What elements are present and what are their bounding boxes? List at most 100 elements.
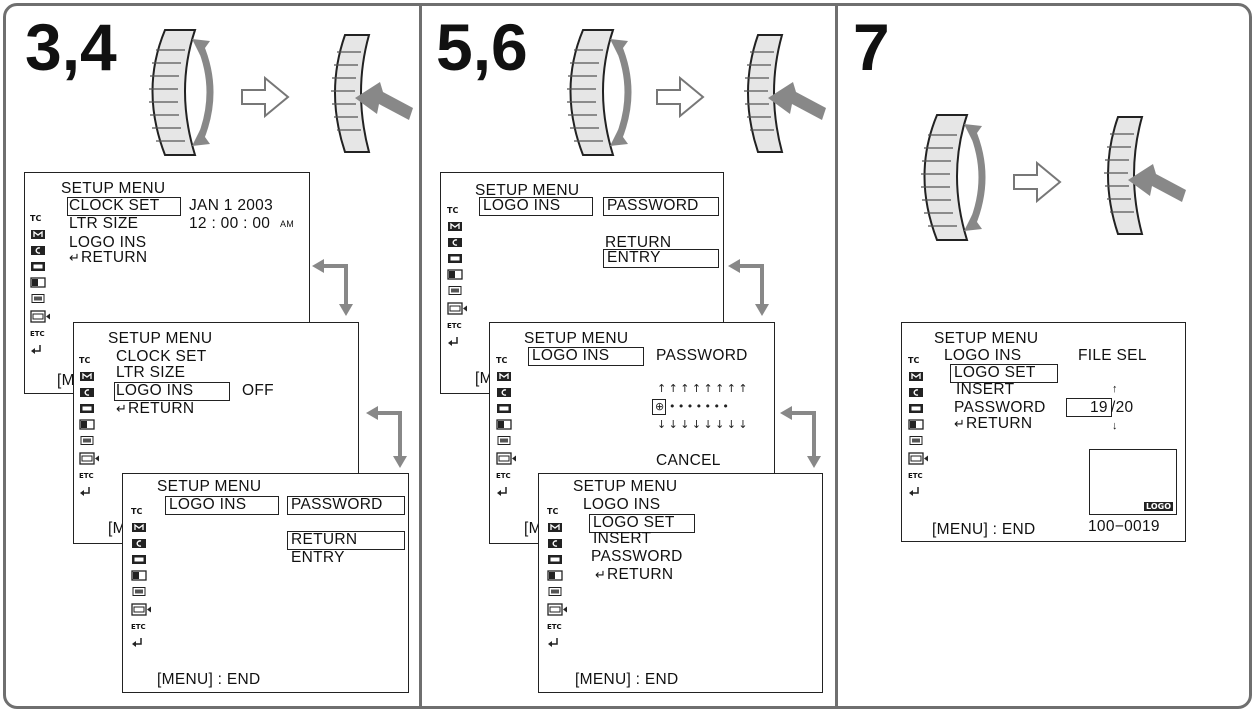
etc-icon: ETC (79, 472, 94, 480)
memory-icon (447, 283, 469, 297)
vcr-icon (496, 417, 518, 431)
option-return: RETURN (605, 234, 672, 251)
setup-icon (131, 602, 153, 616)
menu-item-clock-set: CLOCK SET (69, 197, 160, 214)
menu-title: SETUP MENU (524, 330, 629, 347)
tc-icon: TC (908, 355, 920, 365)
return-glyph-icon: ↵ (69, 250, 81, 265)
menu-title: SETUP MENU (157, 478, 262, 495)
time-value: 12 : 00 : 00 (189, 215, 271, 232)
tape-icon (496, 401, 518, 415)
etc-icon: ETC (908, 472, 923, 480)
am-indicator: AM (280, 219, 295, 229)
menu-title: SETUP MENU (61, 180, 166, 197)
m-icon (30, 227, 52, 241)
c-icon (496, 385, 518, 399)
option-entry: ENTRY (607, 249, 661, 266)
menu-item-logo-ins: LOGO INS (483, 197, 561, 214)
cursor-box (165, 496, 279, 515)
tape-icon (908, 401, 930, 415)
transition-arrow-icon (728, 259, 769, 316)
c-icon (908, 385, 930, 399)
transition-arrow-icon (312, 259, 353, 316)
dial-press-icon (1104, 116, 1186, 235)
menu-item-insert: INSERT (593, 530, 652, 547)
password-down-arrows: ↓↓↓↓↓↓↓↓ (657, 418, 750, 431)
cursor-box (589, 514, 695, 533)
memory-icon (79, 433, 101, 447)
etc-icon: ETC (131, 623, 146, 631)
tape-icon (79, 401, 101, 415)
date-value: JAN 1 2003 (189, 197, 273, 214)
setup-icon (547, 602, 569, 616)
return-icon (131, 636, 153, 650)
menu-item-return: RETURN (607, 566, 674, 583)
option-return: RETURN (291, 531, 358, 548)
cursor-box (67, 197, 181, 216)
transition-arrow-icon (366, 406, 407, 468)
digit-cursor-box (652, 399, 666, 415)
vcr-icon (79, 417, 101, 431)
menu-footer: [M (524, 520, 542, 537)
option-entry: ENTRY (291, 549, 345, 566)
menu-title: SETUP MENU (573, 478, 678, 495)
c-icon (547, 536, 569, 550)
menu-title: SETUP MENU (934, 330, 1039, 347)
dial-press-icon (744, 34, 826, 153)
c-icon (447, 235, 469, 249)
menu-item-logo-ins: LOGO INS (583, 496, 661, 513)
setup-icon (30, 309, 52, 323)
tc-icon: TC (496, 355, 508, 365)
step-number-7: 7 (853, 10, 890, 84)
panel-divider-2 (835, 3, 838, 709)
panel-divider-1 (419, 3, 422, 709)
memory-icon (908, 433, 930, 447)
memory-icon (30, 291, 52, 305)
menu-item-ltr-size: LTR SIZE (69, 215, 139, 232)
menu-footer: [M (57, 372, 75, 389)
menu-item-return: RETURN (966, 415, 1033, 432)
next-arrow-icon (241, 75, 290, 119)
etc-icon: ETC (547, 623, 562, 631)
c-icon (131, 536, 153, 550)
return-glyph-icon: ↵ (595, 567, 607, 582)
return-icon (547, 636, 569, 650)
password-digit-zero: ⊕ (655, 400, 667, 413)
file-number-box (1066, 398, 1112, 417)
file-sel-label: FILE SEL (1078, 347, 1147, 364)
menu-item-password: PASSWORD (591, 548, 683, 565)
tc-icon: TC (30, 213, 42, 223)
cursor-box (114, 382, 230, 401)
logo-preview-thumbnail: LOGO (1089, 449, 1177, 515)
menu-footer: [M (108, 520, 126, 537)
cursor-box (287, 496, 405, 515)
down-arrow-icon: ↓ (1112, 420, 1118, 432)
vcr-icon (30, 275, 52, 289)
setup-icon (79, 451, 101, 465)
return-icon (447, 335, 469, 349)
tape-icon (447, 251, 469, 265)
tc-icon: TC (547, 506, 559, 516)
logo-ins-value: OFF (242, 382, 274, 399)
tape-icon (547, 552, 569, 566)
return-icon (496, 485, 518, 499)
memory-icon (547, 584, 569, 598)
m-icon (908, 369, 930, 383)
menu-item-ltr-size: LTR SIZE (116, 364, 186, 381)
dial-rotate-icon (921, 114, 986, 241)
tc-icon: TC (131, 506, 143, 516)
etc-icon: ETC (447, 322, 462, 330)
page-frame (3, 3, 1252, 709)
menu-title: SETUP MENU (475, 182, 580, 199)
return-icon (30, 343, 52, 357)
next-arrow-icon (1013, 160, 1062, 204)
cursor-box (603, 197, 719, 216)
m-icon (131, 520, 153, 534)
menu-item-logo-ins: LOGO INS (532, 347, 610, 364)
password-label: PASSWORD (656, 347, 748, 364)
menu-item-clock-set: CLOCK SET (116, 348, 207, 365)
cursor-box (950, 364, 1058, 383)
